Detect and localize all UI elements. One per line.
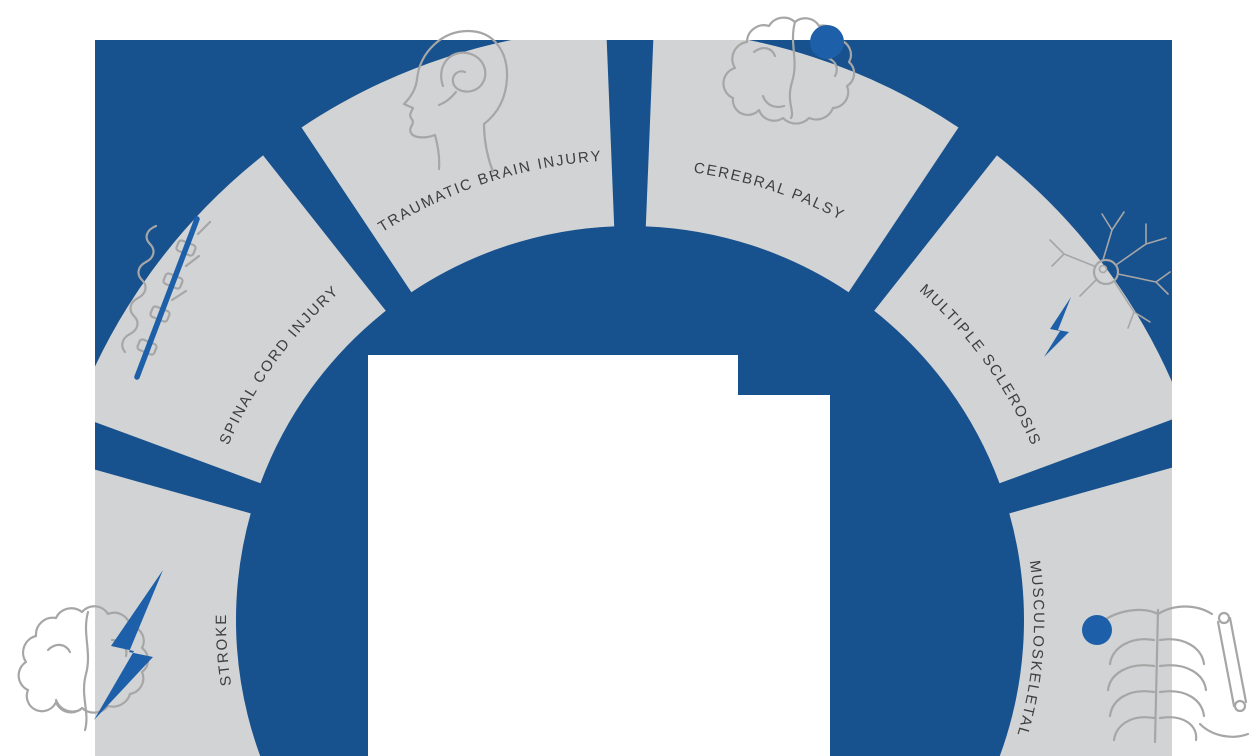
segment-stroke[interactable]: [38, 460, 270, 756]
segment-multiple-sclerosis[interactable]: [874, 155, 1185, 484]
brain-icon: [722, 16, 856, 125]
ribcage-icon: [1082, 605, 1250, 744]
brain-stroke-icon: [17, 570, 163, 732]
head-brain-icon: [402, 29, 509, 174]
segment-label-stroke: STROKE: [213, 613, 235, 687]
segment-traumatic-brain-injury[interactable]: [301, 28, 615, 293]
neuron-icon: [1044, 211, 1171, 357]
center-cutout: [368, 355, 738, 756]
segment-spinal-cord-injury[interactable]: [75, 155, 386, 484]
center-cutout: [737, 395, 830, 756]
segment-cerebral-palsy[interactable]: [645, 28, 959, 293]
spine-icon: [121, 216, 212, 380]
segment-musculoskeletal[interactable]: [990, 460, 1222, 756]
